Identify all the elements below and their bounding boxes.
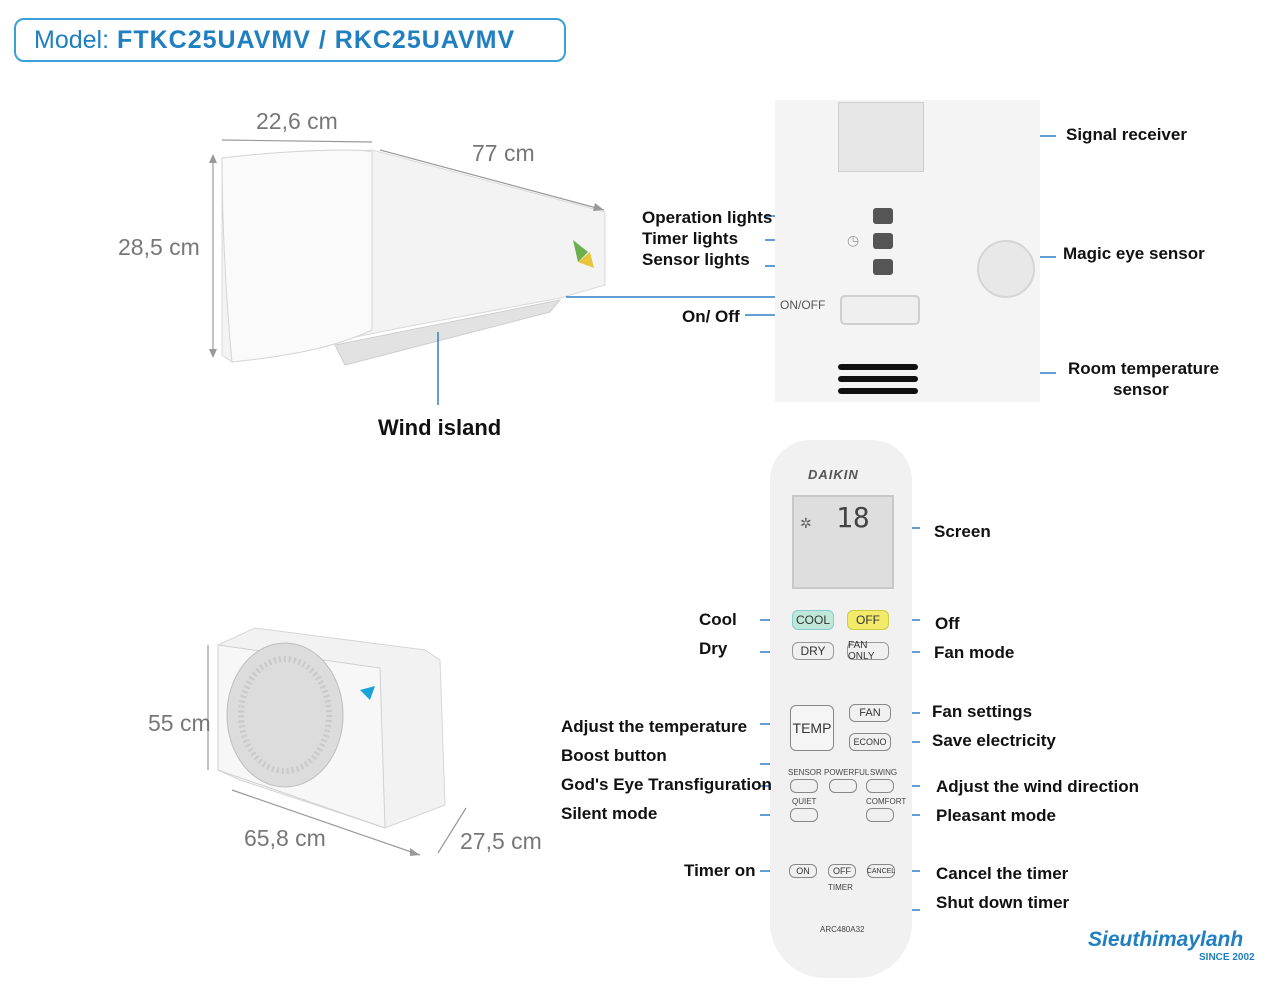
- comfort-btn-label: COMFORT: [866, 797, 907, 806]
- remote-screen: 18 ✲: [792, 495, 894, 589]
- outdoor-dim-depth: 27,5 cm: [460, 828, 542, 854]
- fan-button[interactable]: FAN: [849, 704, 891, 722]
- quiet-btn-label: QUIET: [792, 797, 817, 806]
- outdoor-unit-image: [217, 627, 446, 829]
- gods-eye-label: God's Eye Transfiguration: [561, 775, 772, 794]
- powerful-btn-label: POWERFUL: [824, 768, 870, 777]
- econo-button[interactable]: ECONO: [849, 733, 891, 751]
- remote-model-code: ARC480A32: [820, 925, 865, 934]
- model-value: FTKC25UAVMV / RKC25UAVMV: [117, 25, 516, 54]
- fan-mode-label: Fan mode: [934, 643, 1015, 662]
- fan-only-button[interactable]: FAN ONLY: [847, 640, 889, 662]
- cancel-timer-label: Cancel the timer: [936, 864, 1069, 883]
- comfort-button[interactable]: [866, 808, 894, 822]
- off-label: Off: [935, 614, 960, 633]
- snowflake-icon: ✲: [800, 515, 812, 531]
- screen-label: Screen: [934, 522, 991, 541]
- boost-button-label: Boost button: [561, 746, 667, 765]
- cool-label: Cool: [699, 610, 737, 629]
- save-electricity-label: Save electricity: [932, 731, 1056, 750]
- signal-receiver-label: Signal receiver: [1066, 125, 1187, 144]
- on-off-text: ON/OFF: [780, 298, 826, 312]
- model-box: Model: FTKC25UAVMV / RKC25UAVMV: [14, 18, 566, 62]
- pleasant-mode-label: Pleasant mode: [936, 806, 1056, 825]
- on-off-label: On/ Off: [682, 307, 740, 326]
- brand-logo: Sieuthimaylanh: [1088, 928, 1244, 951]
- sensor-light: [873, 259, 893, 275]
- timer-on-label: Timer on: [684, 861, 756, 880]
- vent-bar: [838, 376, 918, 382]
- indoor-dim-depth: 22,6 cm: [256, 108, 338, 134]
- on-off-button[interactable]: [840, 295, 920, 325]
- timer-light: [873, 233, 893, 249]
- remote-brand: DAIKIN: [808, 467, 859, 482]
- room-temp-sensor-label-1: Room temperature: [1068, 359, 1220, 378]
- silent-mode-label: Silent mode: [561, 804, 658, 823]
- adjust-wind-label: Adjust the wind direction: [936, 777, 1140, 796]
- swing-btn-label: SWING: [870, 768, 898, 777]
- timer-icon: ◷: [847, 232, 860, 248]
- dry-button[interactable]: DRY: [792, 642, 834, 660]
- fan-settings-label: Fan settings: [932, 702, 1033, 721]
- operation-light: [873, 208, 893, 224]
- vent-bar: [838, 388, 918, 394]
- sensor-lights-label: Sensor lights: [642, 250, 750, 269]
- room-temp-sensor-label-2: sensor: [1113, 380, 1169, 399]
- timer-off-button[interactable]: OFF: [828, 864, 856, 878]
- cancel-timer-button[interactable]: CANCEL: [867, 864, 895, 878]
- magic-eye-sensor-icon: [977, 240, 1035, 298]
- quiet-button[interactable]: [790, 808, 818, 822]
- indoor-unit-image: [221, 149, 606, 366]
- timer-on-button[interactable]: ON: [789, 864, 817, 878]
- sensor-button[interactable]: [790, 779, 818, 793]
- timer-lights-label: Timer lights: [642, 229, 739, 248]
- operation-lights-label: Operation lights: [642, 208, 773, 227]
- adjust-temperature-label: Adjust the temperature: [561, 717, 748, 736]
- indoor-dim-width: 77 cm: [472, 140, 535, 166]
- dry-label: Dry: [699, 639, 728, 658]
- timer-group-label: TIMER: [828, 883, 853, 892]
- shut-down-timer-label: Shut down timer: [936, 893, 1070, 912]
- swing-button[interactable]: [866, 779, 894, 793]
- vent-bar: [838, 364, 918, 370]
- sensor-btn-label: SENSOR: [788, 768, 822, 777]
- model-label: Model:: [34, 25, 110, 54]
- display-panel: ◷ ON/OFF: [775, 100, 1040, 402]
- signal-receiver-window: [838, 102, 924, 172]
- magic-eye-sensor-label: Magic eye sensor: [1063, 244, 1205, 263]
- cool-button[interactable]: COOL: [792, 610, 834, 630]
- remote-screen-temp: 18: [836, 501, 870, 534]
- indoor-dim-height: 28,5 cm: [118, 234, 200, 260]
- brand-since: SINCE 2002: [1199, 952, 1255, 963]
- outdoor-dim-height: 55 cm: [148, 710, 211, 736]
- powerful-button[interactable]: [829, 779, 857, 793]
- temp-button[interactable]: TEMP: [790, 705, 834, 751]
- outdoor-dim-width: 65,8 cm: [244, 825, 326, 851]
- wind-island-label: Wind island: [378, 415, 502, 440]
- off-button[interactable]: OFF: [847, 610, 889, 630]
